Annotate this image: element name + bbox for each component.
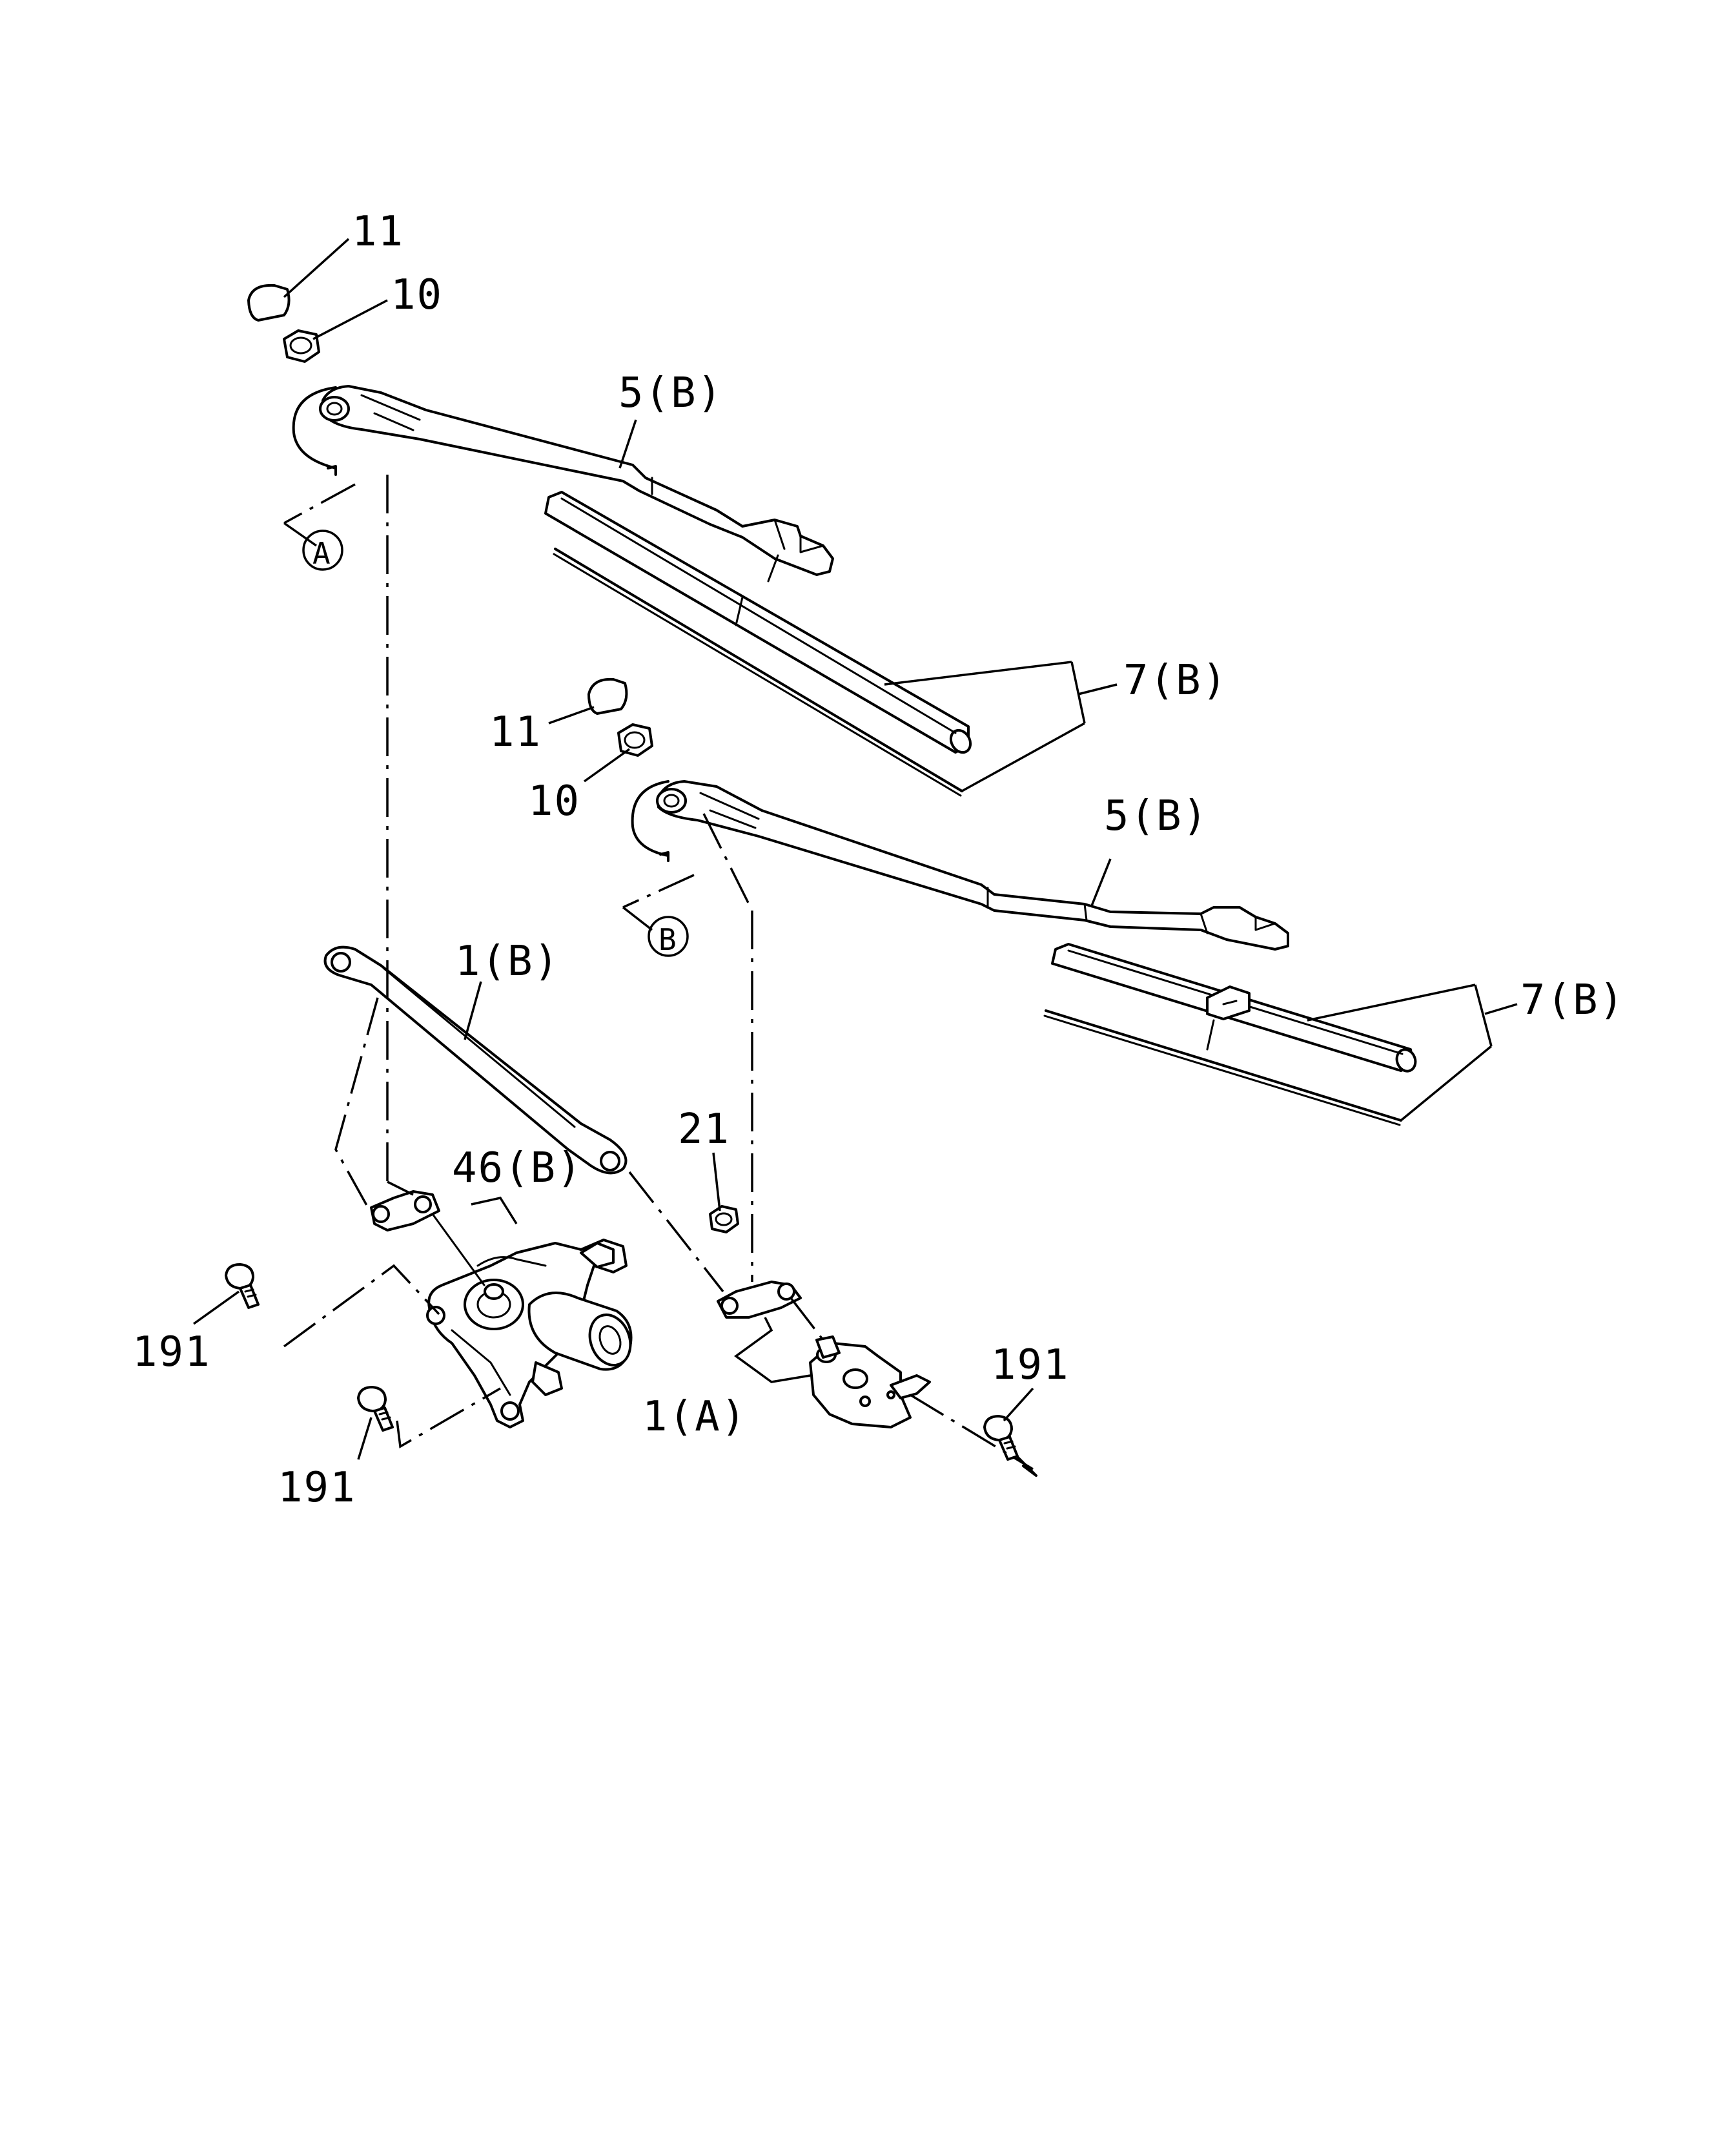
callout-10-mid: 10 [528,778,580,825]
wiper-arm-upper [319,385,834,576]
assembly-guide-lines [334,475,824,1341]
callout-a-leader [283,483,356,571]
bolt-191-right [910,1387,1037,1477]
pivot-arc-a [292,386,337,476]
callout-46b: 46(B) [452,1144,583,1192]
callout-b: B [659,922,678,957]
callout-b-leader [622,874,695,957]
linkage-rod-1b [323,945,628,1175]
callout-a: A [312,536,332,571]
nut-21 [709,1152,739,1233]
pivot-arc-b [631,780,669,862]
callout-1b: 1(B) [455,938,560,985]
callout-191-right: 191 [991,1341,1070,1389]
wiper-blade-mid [1043,943,1518,1126]
bolt-191-bottom [357,1386,501,1460]
bolt-191-left [192,1263,440,1348]
wiper-nut-top [283,299,388,363]
wiper-cap-mid [548,677,628,725]
callout-7b-top: 7(B) [1123,657,1228,705]
callout-10-top: 10 [391,271,443,319]
wiper-cap-top [247,238,350,322]
callout-21: 21 [678,1106,730,1153]
callout-191-bottom: 191 [278,1464,356,1512]
callout-5b-mid: 5(B) [1104,792,1209,840]
pivot-assembly-1a [717,1281,931,1428]
wiper-blade-upper [544,491,1118,797]
callout-191-left: 191 [132,1328,211,1376]
callout-1a: 1(A) [642,1393,747,1441]
callout-11-top: 11 [352,208,404,256]
wiper-arm-mid [656,780,1289,951]
callout-7b-mid: 7(B) [1520,976,1625,1024]
callout-5b-top: 5(B) [618,369,723,417]
wiper-motor-46b [370,1190,633,1428]
wiper-nut-mid [583,723,653,783]
callout-11-mid: 11 [489,708,542,756]
